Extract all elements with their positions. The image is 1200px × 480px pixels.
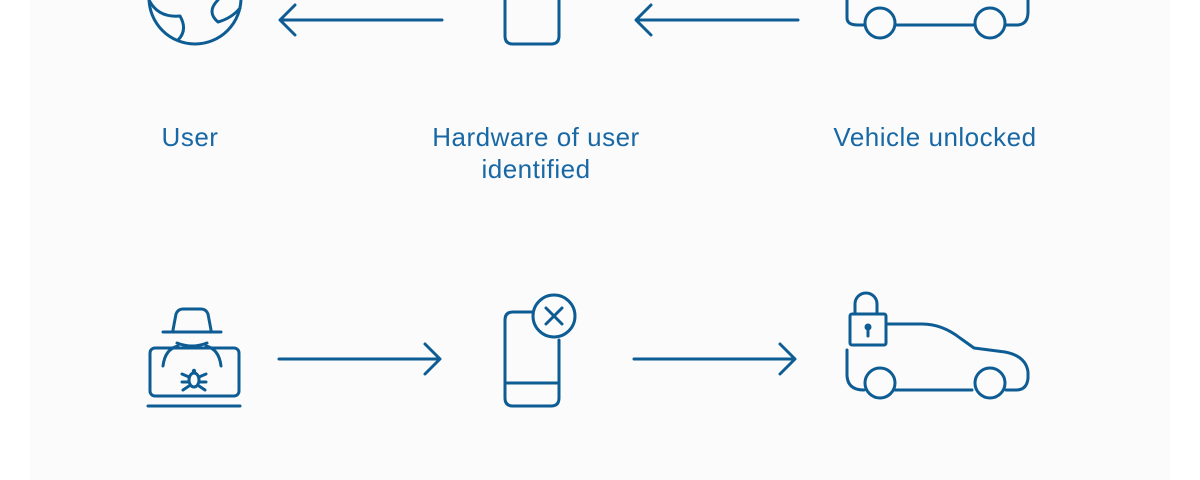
smartphone-x-icon bbox=[503, 293, 577, 408]
label-hardware: Hardware of user identified bbox=[432, 122, 640, 184]
arrow-right-2 bbox=[632, 342, 797, 376]
smartphone-icon bbox=[503, 0, 561, 46]
globe-icon bbox=[147, 0, 243, 46]
hacker-laptop-icon bbox=[146, 307, 242, 408]
label-user: User bbox=[161, 122, 219, 152]
arrow-left-1 bbox=[278, 3, 444, 37]
car-icon bbox=[845, 0, 1030, 40]
arrow-left-2 bbox=[634, 3, 800, 37]
label-vehicle: Vehicle unlocked bbox=[833, 122, 1037, 152]
arrow-right-1 bbox=[277, 342, 442, 376]
locked-car-icon bbox=[845, 291, 1030, 400]
diagram-background bbox=[30, 0, 1170, 480]
